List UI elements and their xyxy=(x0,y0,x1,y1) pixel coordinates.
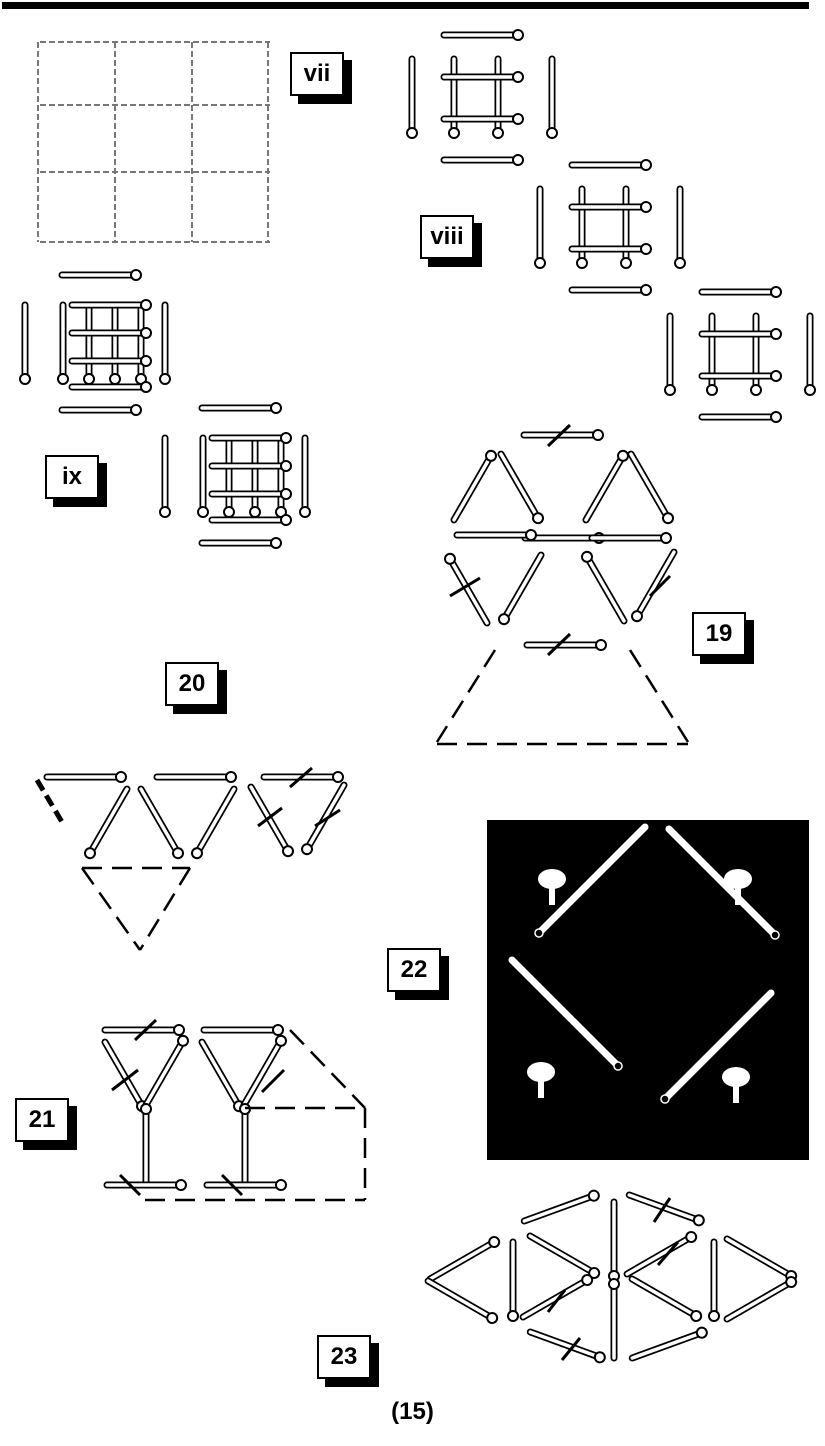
top-rule xyxy=(2,2,809,9)
puzzle-21-glasses xyxy=(101,1020,365,1200)
label-ix: ix xyxy=(45,455,99,499)
puzzle-22-square xyxy=(487,820,809,1160)
grid-ix-1 xyxy=(20,270,170,415)
label-20: 20 xyxy=(165,662,219,706)
grid-viii-1 xyxy=(407,30,557,165)
page-number: (15) xyxy=(0,1398,825,1426)
grid-ix-2 xyxy=(160,403,310,548)
label-23: 23 xyxy=(317,1335,371,1379)
grid-vii xyxy=(38,42,270,242)
grid-viii-2 xyxy=(535,160,685,295)
puzzle-23-star xyxy=(426,1189,798,1363)
grid-viii-3 xyxy=(665,287,815,422)
puzzle-19-hexagon xyxy=(437,425,688,744)
label-22: 22 xyxy=(387,948,441,992)
label-19: 19 xyxy=(692,612,746,656)
label-21: 21 xyxy=(15,1098,69,1142)
label-vii: vii xyxy=(290,52,344,96)
puzzle-20-triangles xyxy=(37,768,348,950)
label-viii: viii xyxy=(420,215,474,259)
